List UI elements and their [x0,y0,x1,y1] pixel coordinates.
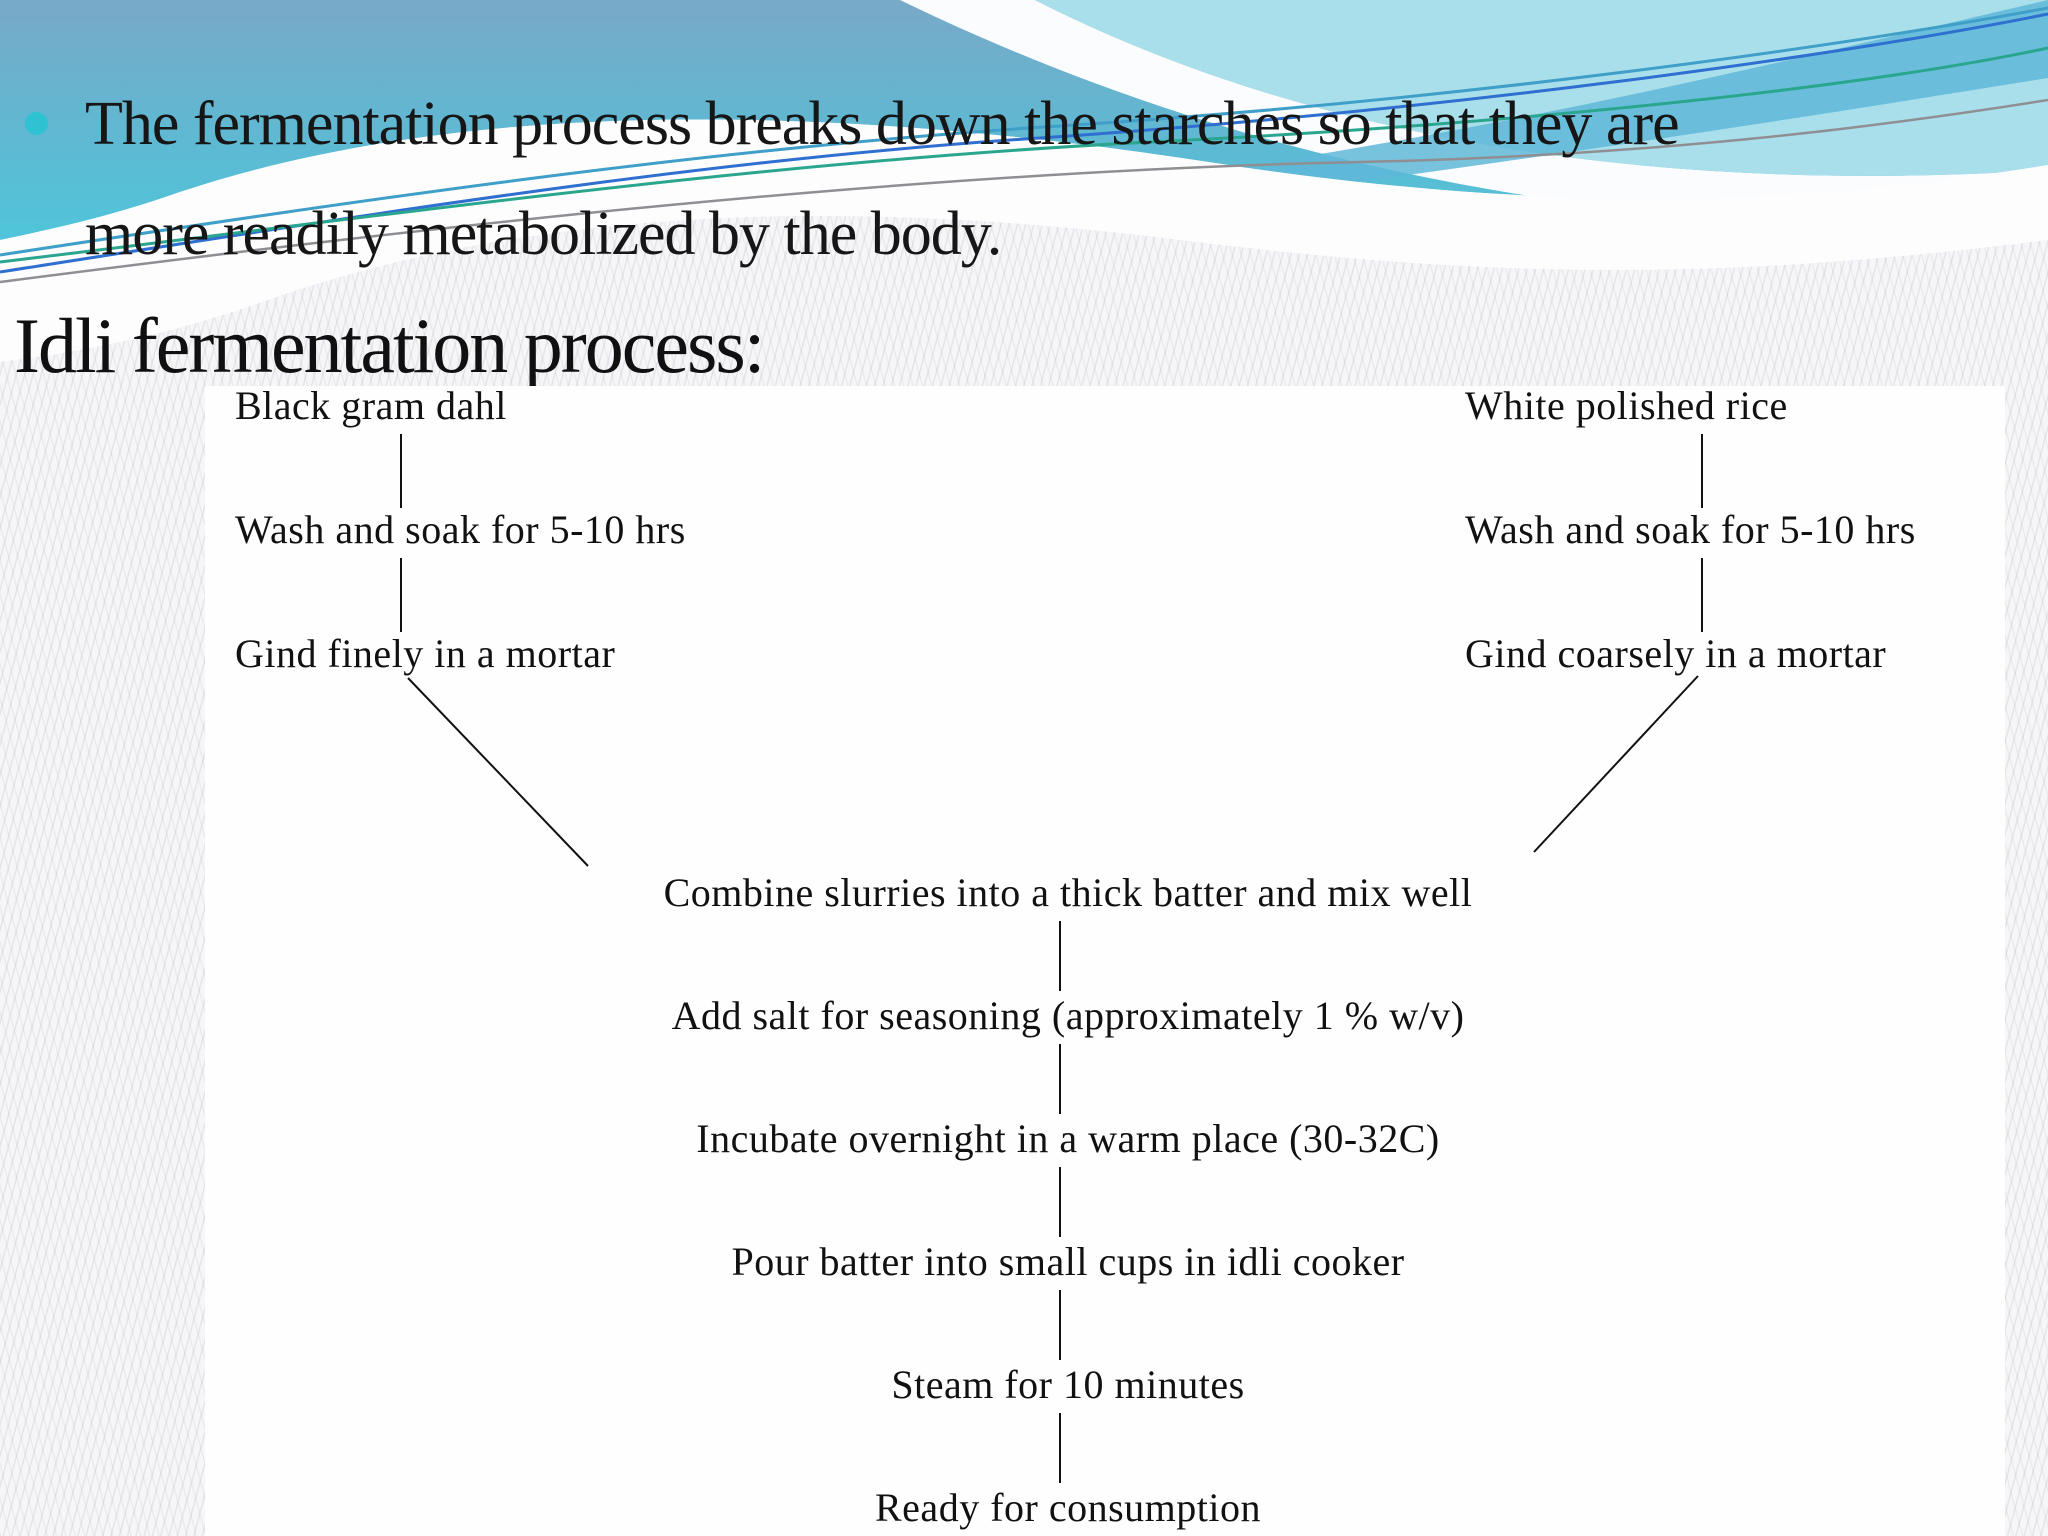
flowchart-panel [205,386,2005,1536]
node-incubate: Incubate overnight in a warm place (30-3… [696,1116,1440,1161]
bullet-icon [25,112,48,135]
node-grind-finely: Gind finely in a mortar [235,631,616,676]
node-grind-coarsely: Gind coarsely in a mortar [1465,631,1887,676]
node-combine-slurries: Combine slurries into a thick batter and… [663,870,1473,915]
page-title: Idli fermentation process: [14,302,765,389]
node-wash-soak-left: Wash and soak for 5-10 hrs [235,507,686,552]
node-black-gram-dahl: Black gram dahl [235,383,507,428]
intro-text-line-2: more readily metabolized by the body. [85,200,1002,268]
node-white-polished-rice: White polished rice [1465,383,1788,428]
intro-text-line-1: The fermentation process breaks down the… [85,90,1680,158]
node-pour-batter: Pour batter into small cups in idli cook… [731,1239,1405,1284]
node-ready-for-consumption: Ready for consumption [875,1485,1261,1530]
node-steam: Steam for 10 minutes [891,1362,1245,1407]
node-wash-soak-right: Wash and soak for 5-10 hrs [1465,507,1916,552]
node-add-salt: Add salt for seasoning (approximately 1 … [671,993,1465,1038]
